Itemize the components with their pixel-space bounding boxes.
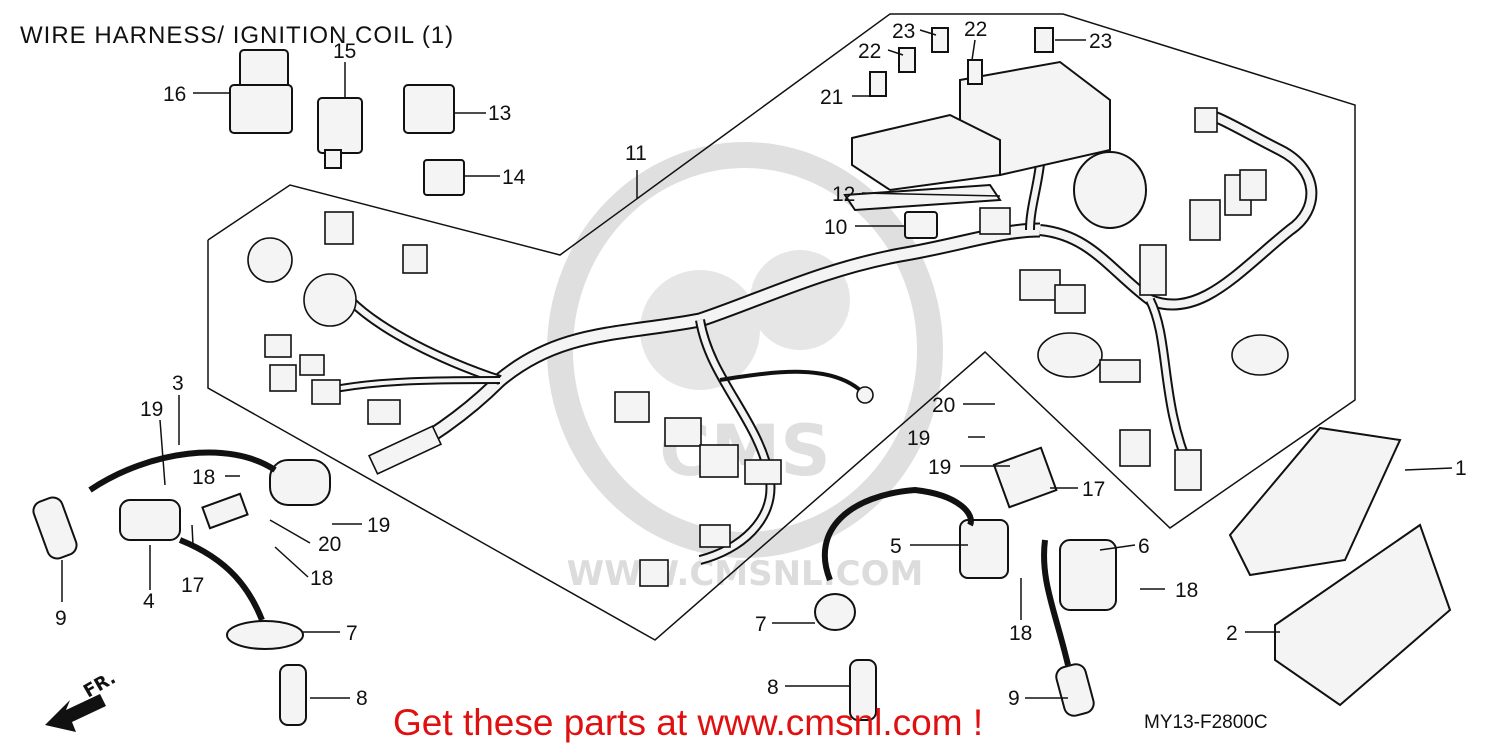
watermark-text: WWW.CMSNL.COM [567, 554, 924, 594]
front-direction-arrow: FR. [45, 667, 119, 732]
callout-23b: 23 [1089, 30, 1112, 53]
callout-16: 16 [163, 83, 186, 106]
callout-8b: 8 [767, 676, 779, 699]
callout-19a: 19 [140, 398, 163, 421]
callout-20b: 20 [932, 394, 955, 417]
harness-boundary-outline [207, 13, 1356, 641]
callout-23a: 23 [892, 20, 915, 43]
diagram-code: MY13-F2800C [1144, 712, 1268, 733]
watermark: CMS WWW.CMSNL.COM [547, 142, 943, 594]
harness-connectors [247, 107, 1289, 587]
leader-lines [61, 29, 1453, 699]
callout-21: 21 [820, 86, 843, 109]
callout-8a: 8 [356, 687, 368, 710]
callout-11: 11 [625, 142, 647, 165]
callout-22a: 22 [858, 40, 881, 63]
callout-18d: 18 [192, 466, 215, 489]
callout-1: 1 [1455, 457, 1467, 480]
callout-9a: 9 [55, 607, 67, 630]
callout-3: 3 [172, 372, 184, 395]
main-wire-harness [329, 108, 1318, 565]
callout-2: 2 [1226, 622, 1238, 645]
callout-15: 15 [333, 40, 356, 63]
callout-19c: 19 [907, 427, 930, 450]
callout-labels: 1 2 3 4 5 6 7 7 8 8 9 9 10 11 12 13 14 1… [55, 18, 1467, 710]
callout-6: 6 [1138, 535, 1150, 558]
callout-9b: 9 [1008, 687, 1020, 710]
callout-7b: 7 [755, 613, 767, 636]
relays [229, 49, 938, 239]
callout-22b: 22 [964, 18, 987, 41]
callout-13: 13 [488, 102, 511, 125]
high-tension-leads [88, 449, 1071, 666]
ecu-unit [1228, 426, 1452, 707]
promo-link-text[interactable]: Get these parts at www.cmsnl.com ! [393, 702, 984, 743]
callout-18a: 18 [310, 567, 333, 590]
callout-4: 4 [143, 590, 155, 613]
fuse-box [843, 27, 1111, 212]
callout-20a: 20 [318, 533, 341, 556]
page-title: WIRE HARNESS/ IGNITION COIL (1) [20, 22, 455, 49]
callout-18c: 18 [1009, 622, 1032, 645]
callout-17a: 17 [181, 574, 204, 597]
callout-7a: 7 [346, 622, 358, 645]
callout-19b: 19 [367, 514, 390, 537]
callout-14: 14 [502, 166, 526, 189]
callout-18b: 18 [1175, 579, 1198, 602]
ignition-coils [32, 151, 1147, 726]
callout-10: 10 [824, 216, 847, 239]
callout-19d: 19 [928, 456, 951, 479]
callout-12: 12 [832, 183, 855, 206]
callout-17b: 17 [1082, 478, 1105, 501]
callout-5: 5 [890, 535, 902, 558]
